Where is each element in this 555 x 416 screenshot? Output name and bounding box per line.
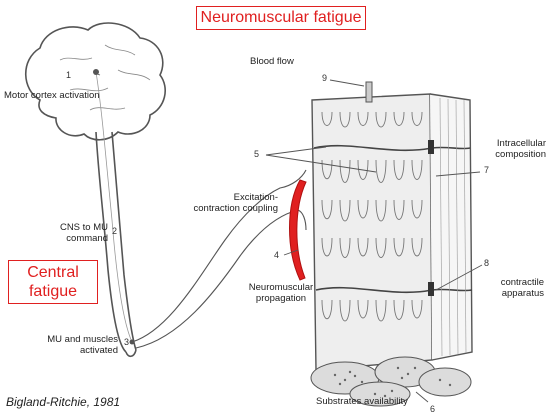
citation: Bigland-Ritchie, 1981 bbox=[6, 395, 120, 409]
label-intracellular-line2: composition bbox=[484, 149, 546, 160]
number-6: 6 bbox=[430, 404, 435, 414]
label-mu-line2: activated bbox=[34, 345, 118, 356]
label-nm-line1: Neuromuscular bbox=[236, 282, 326, 293]
number-5: 5 bbox=[254, 149, 259, 159]
diagram-title: Neuromuscular fatigue bbox=[201, 9, 362, 26]
title-box: Neuromuscular fatigue bbox=[196, 6, 366, 30]
label-intracellular: Intracellular composition bbox=[484, 138, 546, 160]
label-contractile-line1: contractile bbox=[488, 277, 544, 288]
label-contractile: contractile apparatus bbox=[488, 277, 544, 299]
label-nm-line2: propagation bbox=[236, 293, 326, 304]
number-2: 2 bbox=[112, 226, 117, 236]
label-blood-flow: Blood flow bbox=[250, 56, 294, 67]
label-substrates: Substrates availability bbox=[316, 396, 408, 407]
brain-outline bbox=[26, 23, 165, 140]
label-contractile-line2: apparatus bbox=[488, 288, 544, 299]
label-mu-line1: MU and muscles bbox=[34, 334, 118, 345]
central-fatigue-line2: fatigue bbox=[9, 282, 97, 301]
number-1: 1 bbox=[66, 70, 71, 80]
label-cns-command: CNS to MU command bbox=[48, 222, 108, 244]
number-7: 7 bbox=[484, 165, 489, 175]
label-motor-cortex: Motor cortex activation bbox=[4, 90, 100, 101]
label-cns-line1: CNS to MU bbox=[48, 222, 108, 233]
neuromuscular-junction bbox=[290, 180, 307, 280]
label-neuromuscular-propagation: Neuromuscular propagation bbox=[236, 282, 326, 304]
label-excitation-line2: contraction coupling bbox=[160, 203, 278, 214]
label-excitation-line1: Excitation- bbox=[160, 192, 278, 203]
number-3: 3 bbox=[124, 337, 129, 347]
blood-vessel bbox=[366, 82, 372, 102]
number-9: 9 bbox=[322, 73, 327, 83]
label-cns-line2: command bbox=[48, 233, 108, 244]
label-excitation: Excitation- contraction coupling bbox=[160, 192, 278, 214]
central-fatigue-line1: Central bbox=[9, 263, 97, 282]
label-intracellular-line1: Intracellular bbox=[484, 138, 546, 149]
spinal-cord-bottom bbox=[126, 350, 136, 356]
label-mu-activated: MU and muscles activated bbox=[34, 334, 118, 356]
central-fatigue-box: Central fatigue bbox=[8, 260, 98, 304]
number-8: 8 bbox=[484, 258, 489, 268]
number-4: 4 bbox=[274, 250, 279, 260]
muscle-fiber bbox=[311, 94, 472, 406]
